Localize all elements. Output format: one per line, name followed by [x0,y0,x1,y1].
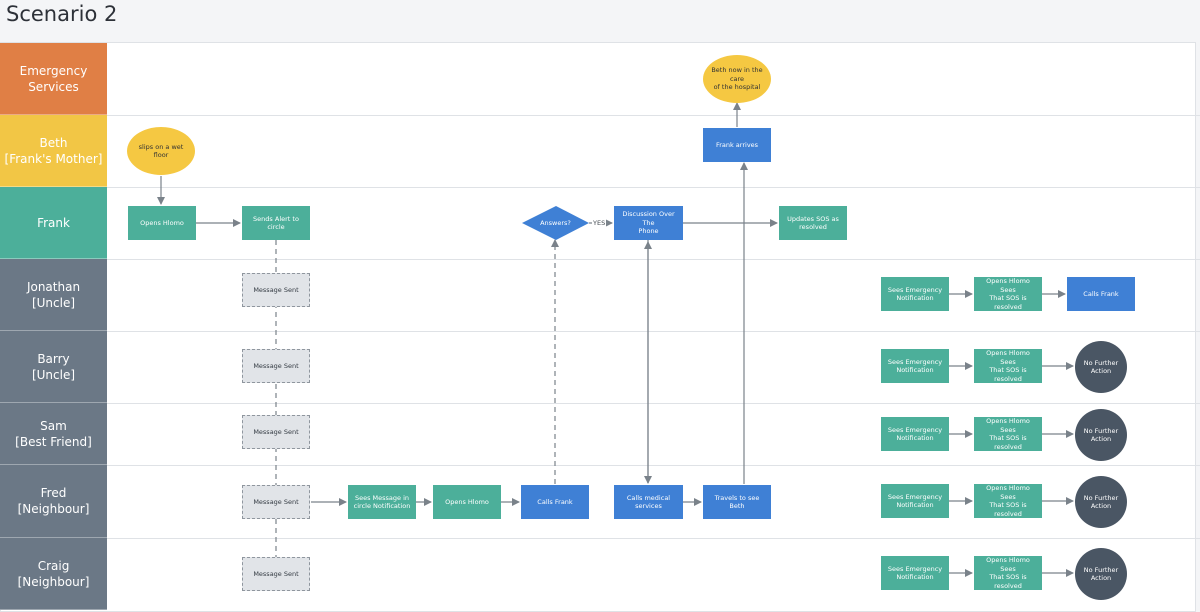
edge-label-yes: YES [592,219,607,227]
swimlane-board [0,42,1196,612]
node-message-sent-sam[interactable]: Message Sent [242,415,310,449]
lane-sam: Sam [Best Friend] [0,403,107,465]
node-fred-no-further-action[interactable]: No Further Action [1075,476,1127,528]
lane-emergency-services: Emergency Services [0,43,107,115]
lane-separator [107,259,1200,260]
lane-barry: Barry [Uncle] [0,331,107,403]
node-message-sent-barry[interactable]: Message Sent [242,349,310,383]
node-discussion-over-phone[interactable]: Discussion Over The Phone [614,206,683,240]
lane-beth: Beth [Frank's Mother] [0,115,107,187]
node-fred-sees-notification[interactable]: Sees Emergency Notification [881,484,949,518]
node-sam-sees-notification[interactable]: Sees Emergency Notification [881,417,949,451]
node-message-sent-fred[interactable]: Message Sent [242,485,310,519]
node-jonathan-calls-frank[interactable]: Calls Frank [1067,277,1135,311]
node-opens-hlomo[interactable]: Opens Hlomo [128,206,196,240]
lane-separator [107,331,1200,332]
node-beth-hospital[interactable]: Beth now in the care of the hospital [703,55,771,103]
node-fred-calls-frank[interactable]: Calls Frank [521,485,589,519]
lane-separator [107,187,1200,188]
node-calls-medical-services[interactable]: Calls medical services [614,485,683,519]
node-craig-no-further-action[interactable]: No Further Action [1075,548,1127,600]
node-craig-sees-notification[interactable]: Sees Emergency Notification [881,556,949,590]
lane-separator [107,115,1200,116]
node-barry-sees-notification[interactable]: Sees Emergency Notification [881,349,949,383]
lane-separator [107,465,1200,466]
node-fred-sees-message[interactable]: Sees Message in circle Notification [348,485,416,519]
node-craig-opens-hlomo[interactable]: Opens Hlomo Sees That SOS is resolved [974,556,1042,590]
lane-separator [107,403,1200,404]
node-sam-no-further-action[interactable]: No Further Action [1075,409,1127,461]
page-title: Scenario 2 [6,2,118,26]
node-sends-alert[interactable]: Sends Alert to circle [242,206,310,240]
lane-fred: Fred [Neighbour] [0,465,107,538]
node-sam-opens-hlomo[interactable]: Opens Hlomo Sees That SOS is resolved [974,417,1042,451]
lane-frank: Frank [0,187,107,259]
node-message-sent-jonathan[interactable]: Message Sent [242,273,310,307]
lane-jonathan: Jonathan [Uncle] [0,259,107,331]
node-barry-no-further-action[interactable]: No Further Action [1075,341,1127,393]
node-fred-opens-hlomo-resolved[interactable]: Opens Hlomo Sees That SOS is resolved [974,484,1042,518]
node-message-sent-craig[interactable]: Message Sent [242,557,310,591]
node-answers-label[interactable]: Answers? [540,219,571,227]
node-frank-arrives[interactable]: Frank arrives [703,128,771,162]
lane-craig: Craig [Neighbour] [0,538,107,610]
node-jonathan-sees-notification[interactable]: Sees Emergency Notification [881,277,949,311]
node-fred-opens-hlomo[interactable]: Opens Hlomo [433,485,501,519]
lane-separator [107,538,1200,539]
node-barry-opens-hlomo[interactable]: Opens Hlomo Sees That SOS is resolved [974,349,1042,383]
node-updates-sos-resolved[interactable]: Updates SOS as resolved [779,206,847,240]
node-jonathan-opens-hlomo[interactable]: Opens Hlomo Sees That SOS is resolved [974,277,1042,311]
node-slips-on-wet-floor[interactable]: slips on a wet floor [127,127,195,175]
node-travels-to-see-beth[interactable]: Travels to see Beth [703,485,771,519]
